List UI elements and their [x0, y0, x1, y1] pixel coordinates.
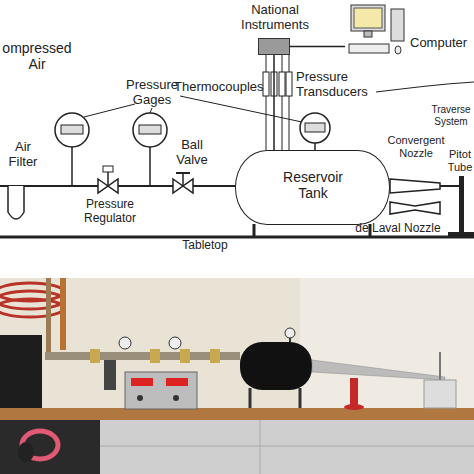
- computer-outline: [345, 3, 407, 67]
- gauge-display: [305, 123, 325, 132]
- keyboard: [349, 44, 389, 53]
- gauge-stem: [289, 338, 291, 342]
- computer-tower: [391, 9, 404, 41]
- pitot-tube-symbol: [440, 185, 460, 187]
- node-label: Reservoir Tank: [273, 169, 353, 201]
- brass-fitting: [180, 349, 190, 363]
- photo-gauge: [169, 337, 181, 349]
- copper-pipe: [46, 278, 51, 352]
- leader-line: [84, 104, 135, 117]
- node-label: Computer: [410, 36, 474, 51]
- photo-traverse: [424, 380, 456, 408]
- display: [131, 378, 153, 386]
- power-supply: [125, 372, 197, 409]
- transducer-symbol: [286, 72, 292, 96]
- stand-base: [344, 404, 364, 410]
- regulator-stem: [107, 172, 109, 186]
- laval-nozzle-symbol: [390, 202, 440, 214]
- tank-leg: [253, 224, 256, 237]
- photo-gauge: [285, 328, 295, 338]
- node-label: National Instruments: [225, 3, 325, 33]
- pressure-gauge-symbol: [55, 113, 89, 147]
- part-label: Air Filter: [2, 140, 44, 170]
- part-label: Pressure Transducers: [296, 70, 376, 100]
- gauge-stem: [149, 147, 151, 186]
- part-label: Tabletop: [175, 239, 235, 253]
- regulator-body: [104, 360, 116, 390]
- traverse-post: [459, 176, 464, 237]
- photo-tank: [240, 342, 312, 390]
- nozzle-stand: [350, 378, 358, 408]
- gauge-display: [139, 125, 161, 134]
- pressure-gauge-symbol: [133, 113, 167, 147]
- drawer-line: [260, 420, 261, 474]
- tabletop-line: [0, 236, 474, 239]
- thermocouple-symbol: [263, 72, 269, 96]
- headphone-cup: [18, 442, 34, 462]
- monitor-frame: [351, 5, 385, 31]
- gauge-stem: [314, 143, 316, 150]
- monitor-stand: [364, 31, 372, 37]
- mouse: [395, 46, 401, 54]
- signal-wire: [376, 82, 474, 92]
- valve-handle: [176, 172, 190, 174]
- brass-fitting: [150, 349, 160, 363]
- photo: [0, 278, 474, 474]
- sensor-wire: [282, 55, 283, 150]
- drawer-line: [100, 446, 474, 447]
- thermocouple-symbol: [271, 72, 277, 96]
- photo-tank-leg: [249, 388, 252, 408]
- part-label: Ball Valve: [170, 138, 214, 168]
- wire-connector: [290, 46, 345, 48]
- daq-box: National Instruments: [258, 38, 290, 55]
- part-label: de Laval Nozzle: [350, 222, 446, 236]
- reservoir-tank: Reservoir Tank: [235, 150, 390, 225]
- convergent-nozzle-symbol: [390, 179, 440, 193]
- part-label: Pressure Regulator: [78, 198, 142, 226]
- monitor: [0, 335, 42, 410]
- pressure-gauge-symbol: [300, 113, 330, 143]
- schematic: [0, 55, 474, 237]
- knob: [137, 395, 143, 401]
- transducer-symbol: [279, 72, 285, 96]
- part-label: Thermocouples: [174, 80, 260, 95]
- part-label: ompressed Air: [0, 40, 74, 72]
- gauge-stem: [71, 147, 73, 186]
- air-hose: [0, 299, 64, 317]
- sensor-wire: [289, 55, 290, 150]
- display: [166, 378, 188, 386]
- desk-top: [0, 408, 474, 420]
- valve-stem: [182, 173, 184, 186]
- knob: [173, 395, 179, 401]
- monitor-screen: [354, 8, 382, 28]
- regulator-cap: [103, 166, 113, 172]
- wall-light: [300, 278, 474, 408]
- gauge-display: [61, 125, 83, 134]
- photo-tank-leg: [299, 388, 302, 408]
- part-label: Convergent Nozzle: [386, 134, 446, 159]
- brass-fitting: [210, 349, 220, 363]
- traverse-rod: [439, 352, 441, 382]
- computer-icon: Computer: [345, 3, 407, 67]
- desk-left: [0, 420, 100, 474]
- part-label: Pressure Gages: [122, 78, 182, 108]
- part-label: Pitot Tube: [446, 148, 474, 173]
- part-label: Traverse System: [428, 104, 474, 127]
- sensor-wire: [266, 55, 267, 150]
- copper-pipe: [60, 278, 66, 350]
- photo-nozzle: [312, 360, 445, 380]
- photo-gauge: [119, 337, 131, 349]
- wall: [0, 278, 474, 474]
- leader-line: [180, 96, 302, 122]
- wire-connector: [273, 55, 275, 150]
- air-filter-symbol: [8, 186, 24, 219]
- desk-cabinet: [100, 420, 474, 474]
- leader-line: [150, 108, 152, 113]
- brass-fitting: [90, 349, 100, 363]
